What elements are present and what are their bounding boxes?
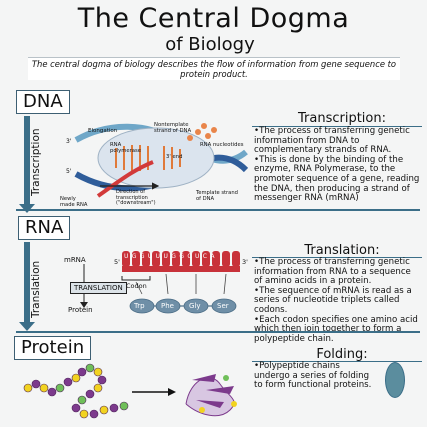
translation-arrow-label: Translation xyxy=(30,260,42,318)
label-5-prime-rna: 5' xyxy=(114,258,120,266)
transcription-heading-rule xyxy=(252,126,422,127)
folding-illustration xyxy=(23,363,237,419)
translation-bullets: •The process of transferring genetic inf… xyxy=(254,257,420,344)
label-nontemplate: Nontemplate strand of DNA xyxy=(154,122,192,134)
label-3-prime-rna: 3' xyxy=(242,258,248,266)
transcription-diagram: Elongation Nontemplate strand of DNA RNA… xyxy=(58,112,248,212)
transcription-heading: Transcription: xyxy=(298,111,386,126)
divider xyxy=(16,209,420,211)
translation-heading-rule xyxy=(252,257,422,258)
decorative-oval xyxy=(385,362,405,398)
transcription-bullets: •The process of transferring genetic inf… xyxy=(254,126,420,204)
amino-acid-label: Ser xyxy=(217,302,229,310)
translation-illustration xyxy=(80,251,240,314)
transcription-bullet: •This is done by the binding of the enzy… xyxy=(254,154,420,204)
folding-diagram xyxy=(20,360,250,422)
page-subtitle: of Biology xyxy=(165,34,255,55)
transcription-arrowhead xyxy=(19,204,35,213)
amino-acid-label: Trp xyxy=(134,302,145,310)
stage-rna: RNA xyxy=(18,216,71,240)
label-newly-made: Newly made RNA xyxy=(60,196,88,208)
translation-bullet: •Each codon specifies one amino acid whi… xyxy=(254,314,418,344)
amino-acid-label: Phe xyxy=(161,302,174,310)
label-elongation: Elongation xyxy=(88,128,118,134)
folding-heading: Folding: xyxy=(316,347,368,362)
label-bases: UGGUUUGGCUCA xyxy=(124,253,218,260)
label-codon: Codon xyxy=(126,282,147,290)
translation-bullet: •The process of transferring genetic inf… xyxy=(254,257,411,287)
page-description: The central dogma of biology describes t… xyxy=(28,57,400,80)
transcription-arrow-shaft xyxy=(24,116,30,204)
translation-arrow-shaft xyxy=(24,242,30,322)
label-5-prime: 5' xyxy=(66,168,72,175)
translation-arrowhead xyxy=(19,322,35,331)
folding-bullets: •Polypeptide chains undergo a series of … xyxy=(254,361,372,391)
label-protein: Protein xyxy=(68,306,93,314)
stage-protein: Protein xyxy=(14,336,92,360)
label-direction: Direction of transcription ("downstream"… xyxy=(116,189,156,207)
label-mrna: mRNA xyxy=(64,256,86,264)
transcription-bullet: •The process of transferring genetic inf… xyxy=(254,126,410,156)
label-rna-nucleotides: RNA nucleotides xyxy=(200,142,244,148)
translation-bullet: •The sequence of mRNA is read as a serie… xyxy=(254,285,412,315)
translation-diagram: mRNA 5' 3' UGGUUUGGCUCA Codon TRANSLATIO… xyxy=(64,246,254,328)
divider xyxy=(16,331,420,333)
folded-protein xyxy=(185,374,237,417)
transcription-illustration xyxy=(74,123,248,198)
folding-bullet: •Polypeptide chains undergo a series of … xyxy=(254,361,372,391)
amino-acid-label: Gly xyxy=(189,302,201,310)
polypeptide-chain xyxy=(23,363,129,419)
transcription-arrow-label: Transcription xyxy=(30,128,42,196)
label-rna-polymerase: RNA polymerase xyxy=(110,142,142,154)
label-3-end: 3' end xyxy=(166,154,183,160)
label-3-prime: 3' xyxy=(66,138,72,145)
folding-heading-rule xyxy=(252,361,422,362)
translation-heading: Translation: xyxy=(304,243,380,258)
stage-dna: DNA xyxy=(16,90,70,114)
page-title: The Central Dogma xyxy=(77,3,350,34)
label-template: Template strand of DNA xyxy=(196,190,238,202)
label-translation-box: TRANSLATION xyxy=(70,282,127,294)
